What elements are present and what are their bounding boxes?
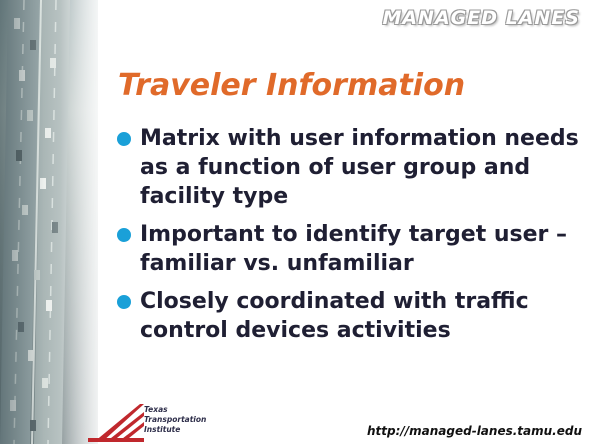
bullet-dot-icon bbox=[117, 228, 131, 242]
tti-logo-mark-icon bbox=[88, 404, 144, 442]
bullet-item: Matrix with user information needs as a … bbox=[116, 124, 586, 211]
bullet-list: Matrix with user information needs as a … bbox=[116, 124, 586, 354]
bullet-item: Important to identify target user – fami… bbox=[116, 220, 586, 278]
bullet-dot-icon bbox=[117, 295, 131, 309]
brand-header: MANAGED LANES bbox=[382, 7, 580, 29]
bullet-item: Closely coordinated with traffic control… bbox=[116, 287, 586, 345]
bullet-dot-icon bbox=[117, 132, 131, 146]
slide-title: Traveler Information bbox=[118, 68, 466, 103]
tti-logo: Texas Transportation Institute bbox=[88, 402, 258, 442]
bullet-text: Important to identify target user – fami… bbox=[140, 222, 568, 276]
tti-logo-text: Texas Transportation Institute bbox=[144, 405, 207, 434]
bullet-text: Matrix with user information needs as a … bbox=[140, 126, 579, 209]
photo-fade bbox=[60, 0, 120, 444]
footer-url[interactable]: http://managed-lanes.tamu.edu bbox=[366, 424, 582, 438]
bullet-text: Closely coordinated with traffic control… bbox=[140, 289, 529, 343]
